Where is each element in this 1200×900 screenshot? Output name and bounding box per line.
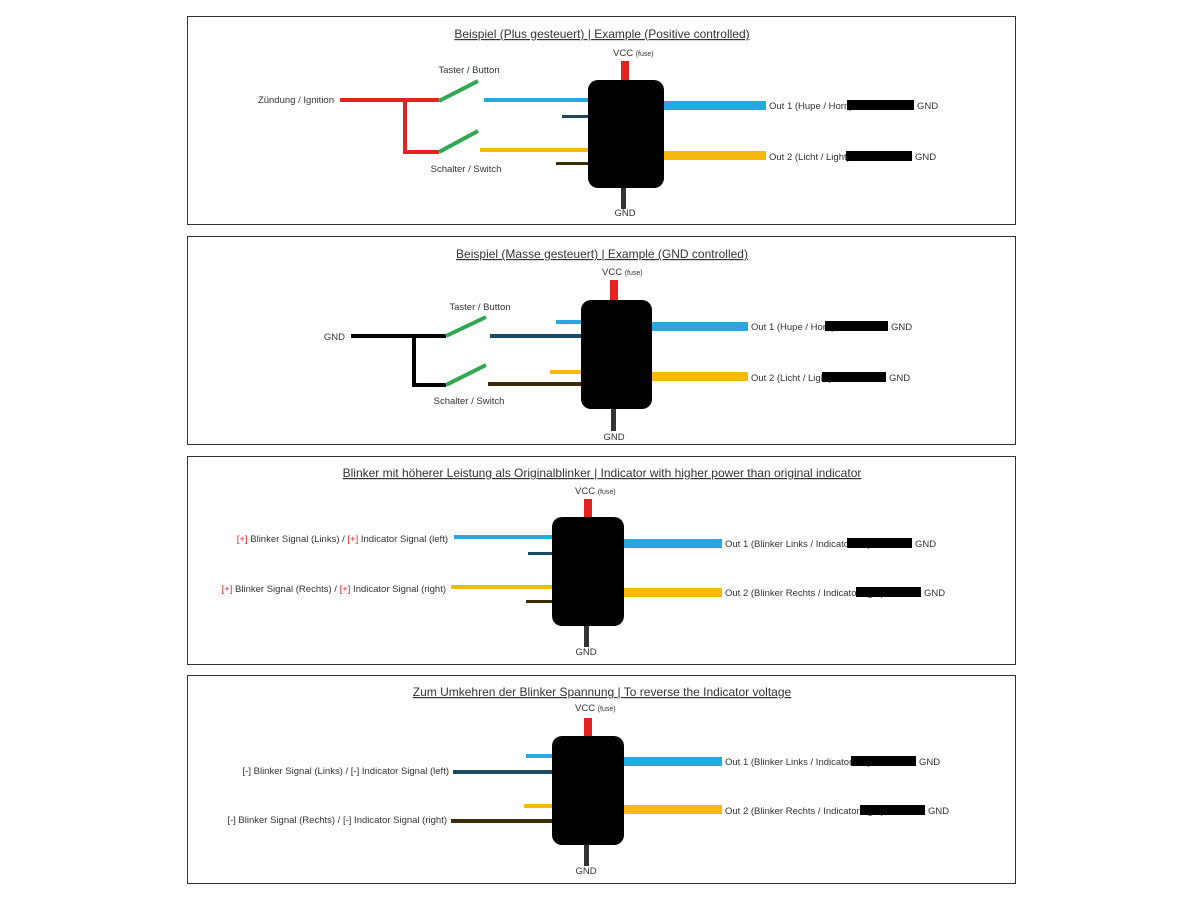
panel-title: Beispiel (Masse gesteuert) | Example (GN… (456, 247, 748, 261)
signal-right-label: [+] Blinker Signal (Rechts) / [+] Indica… (222, 584, 446, 595)
out1-label: Out 1 (Blinker Links / Indicator left) (725, 539, 871, 550)
input-label: GND (324, 332, 345, 343)
out1-gnd-label: GND (919, 757, 940, 768)
switch-label: Schalter / Switch (431, 164, 502, 175)
out2-wire (652, 372, 748, 381)
out2-label: Out 2 (Licht / Light) (769, 152, 850, 163)
relay-module (552, 517, 624, 626)
input2-wire (550, 370, 581, 374)
out1-wire (652, 322, 748, 331)
input2-aux-wire (488, 382, 581, 386)
panel-title: Blinker mit höherer Leistung als Origina… (343, 466, 862, 480)
gnd-wire (584, 623, 589, 647)
diagram-panel-positive: Beispiel (Plus gesteuert) | Example (Pos… (187, 16, 1016, 225)
relay-module (588, 80, 664, 188)
signal-right-label: [-] Blinker Signal (Rechts) / [-] Indica… (227, 815, 447, 826)
out1-wire (624, 757, 722, 766)
out2-gnd-label: GND (915, 152, 936, 163)
vcc-wire (584, 718, 592, 736)
vcc-wire (621, 61, 629, 81)
out2-label: Out 2 (Blinker Rechts / Indicator right) (725, 806, 884, 817)
diagram-positive: Beispiel (Plus gesteuert) | Example (Pos… (258, 27, 938, 219)
out1-load (847, 100, 914, 110)
vcc-wire (610, 280, 618, 302)
out2-load (860, 805, 925, 815)
switch-label: Schalter / Switch (434, 396, 505, 407)
input-label: Zündung / Ignition (258, 95, 334, 106)
button-contact (445, 315, 487, 338)
input2-aux-wire (526, 600, 553, 603)
input2-aux-wire (556, 162, 588, 165)
out1-label: Out 1 (Hupe / Horn) (769, 101, 852, 112)
input1-aux-wire (490, 334, 581, 338)
gnd-wire (611, 407, 616, 431)
vcc-label: VCC (fuse) (575, 486, 616, 497)
relay-module (581, 300, 652, 409)
input1-wire (454, 535, 553, 539)
vcc-label: VCC (fuse) (575, 703, 616, 714)
input1-aux-wire (453, 770, 553, 774)
vcc-label: VCC (fuse) (602, 267, 643, 278)
input1-wire (526, 754, 553, 758)
input2-wire (480, 148, 588, 152)
diagram-panel-gnd: Beispiel (Masse gesteuert) | Example (GN… (187, 236, 1016, 445)
out1-wire (624, 539, 722, 548)
gnd-label: GND (575, 647, 596, 658)
out2-load (822, 372, 886, 382)
out1-wire (664, 101, 766, 110)
panel-title: Beispiel (Plus gesteuert) | Example (Pos… (454, 27, 749, 41)
out1-load (847, 538, 912, 548)
out1-load (851, 756, 916, 766)
out2-wire (624, 805, 722, 814)
input2-aux-wire (451, 819, 553, 823)
input2-wire (451, 585, 553, 589)
button-label: Taster / Button (438, 65, 499, 76)
button-contact (438, 79, 479, 103)
out2-load (856, 587, 921, 597)
input1-wire (556, 320, 581, 324)
gnd-input-wire (351, 334, 446, 387)
gnd-label: GND (575, 866, 596, 877)
relay-module (552, 736, 624, 845)
ignition-wire (340, 98, 439, 154)
gnd-label: GND (603, 432, 624, 443)
out1-gnd-label: GND (891, 322, 912, 333)
out1-gnd-label: GND (915, 539, 936, 550)
vcc-label: VCC (fuse) (613, 48, 654, 59)
out1-load (825, 321, 888, 331)
diagram-gnd: Beispiel (Masse gesteuert) | Example (GN… (324, 247, 912, 443)
diagram-indicator-power: Blinker mit höherer Leistung als Origina… (222, 466, 946, 658)
out2-label: Out 2 (Licht / Light) (751, 373, 832, 384)
button-label: Taster / Button (449, 302, 510, 313)
input1-wire (484, 98, 588, 102)
input2-wire (524, 804, 553, 808)
out1-label: Out 1 (Blinker Links / Indicator left) (725, 757, 871, 768)
out1-gnd-label: GND (917, 101, 938, 112)
out1-label: Out 1 (Hupe / Horn) (751, 322, 834, 333)
out2-gnd-label: GND (928, 806, 949, 817)
input1-aux-wire (528, 552, 553, 555)
out2-wire (624, 588, 722, 597)
out2-gnd-label: GND (924, 588, 945, 599)
gnd-wire (621, 185, 626, 209)
signal-left-label: [+] Blinker Signal (Links) / [+] Indicat… (237, 534, 448, 545)
vcc-wire (584, 499, 592, 519)
panel-title: Zum Umkehren der Blinker Spannung | To r… (413, 685, 792, 699)
diagram-panel-indicator-power: Blinker mit höherer Leistung als Origina… (187, 456, 1016, 665)
input1-aux-wire (562, 115, 588, 118)
out2-wire (664, 151, 766, 160)
diagram-indicator-reverse: Zum Umkehren der Blinker Spannung | To r… (227, 685, 949, 877)
switch-contact (438, 129, 479, 154)
diagram-panel-indicator-reverse: Zum Umkehren der Blinker Spannung | To r… (187, 675, 1016, 884)
signal-left-label: [-] Blinker Signal (Links) / [-] Indicat… (243, 766, 449, 777)
gnd-label: GND (614, 208, 635, 219)
switch-contact (445, 363, 487, 387)
out2-load (846, 151, 912, 161)
out2-gnd-label: GND (889, 373, 910, 384)
gnd-wire (584, 842, 589, 866)
out2-label: Out 2 (Blinker Rechts / Indicator right) (725, 588, 884, 599)
